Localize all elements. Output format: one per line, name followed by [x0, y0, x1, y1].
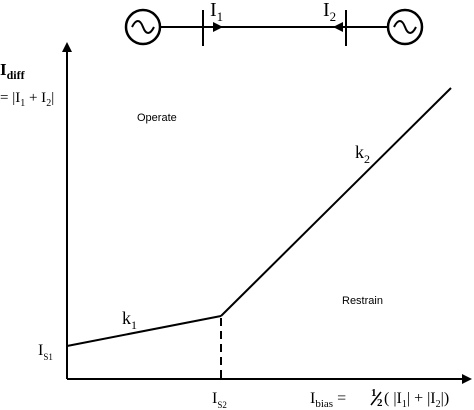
svg-text:Idiff: Idiff [0, 60, 26, 82]
segment-k2 [220, 87, 452, 317]
current-1-arrow-icon [213, 22, 223, 32]
svg-text:1: 1 [371, 387, 377, 399]
is1-label: IS1 [38, 342, 53, 362]
slope-k1-label: k1 [122, 308, 137, 332]
segment-k1 [66, 315, 222, 347]
svg-text:( |I1| + |I2|): ( |I1| + |I2|) [384, 390, 449, 410]
slope-k2-label: k2 [355, 142, 370, 166]
x-axis-label: Ibias = 1 2 ( |I1| + |I2|) [310, 387, 449, 410]
svg-text:Ibias =: Ibias = [310, 390, 346, 410]
is2-label: IS2 [212, 390, 227, 410]
current-1-label: I1 [210, 0, 223, 24]
operate-region-label: Operate [137, 112, 177, 124]
characteristic-curve [66, 87, 452, 379]
y-axis-label: Idiff = |I1 + I2| [0, 60, 54, 109]
svg-text:= |I1 + I2|: = |I1 + I2| [0, 90, 54, 109]
circuit-schematic: I1 I2 [124, 0, 424, 46]
restrain-region-label: Restrain [342, 295, 383, 307]
current-2-arrow-icon [333, 22, 343, 32]
current-2-label: I2 [323, 0, 336, 24]
axes [62, 42, 472, 384]
svg-text:2: 2 [377, 397, 383, 409]
left-source-icon [124, 8, 162, 46]
right-source-icon [386, 8, 424, 46]
